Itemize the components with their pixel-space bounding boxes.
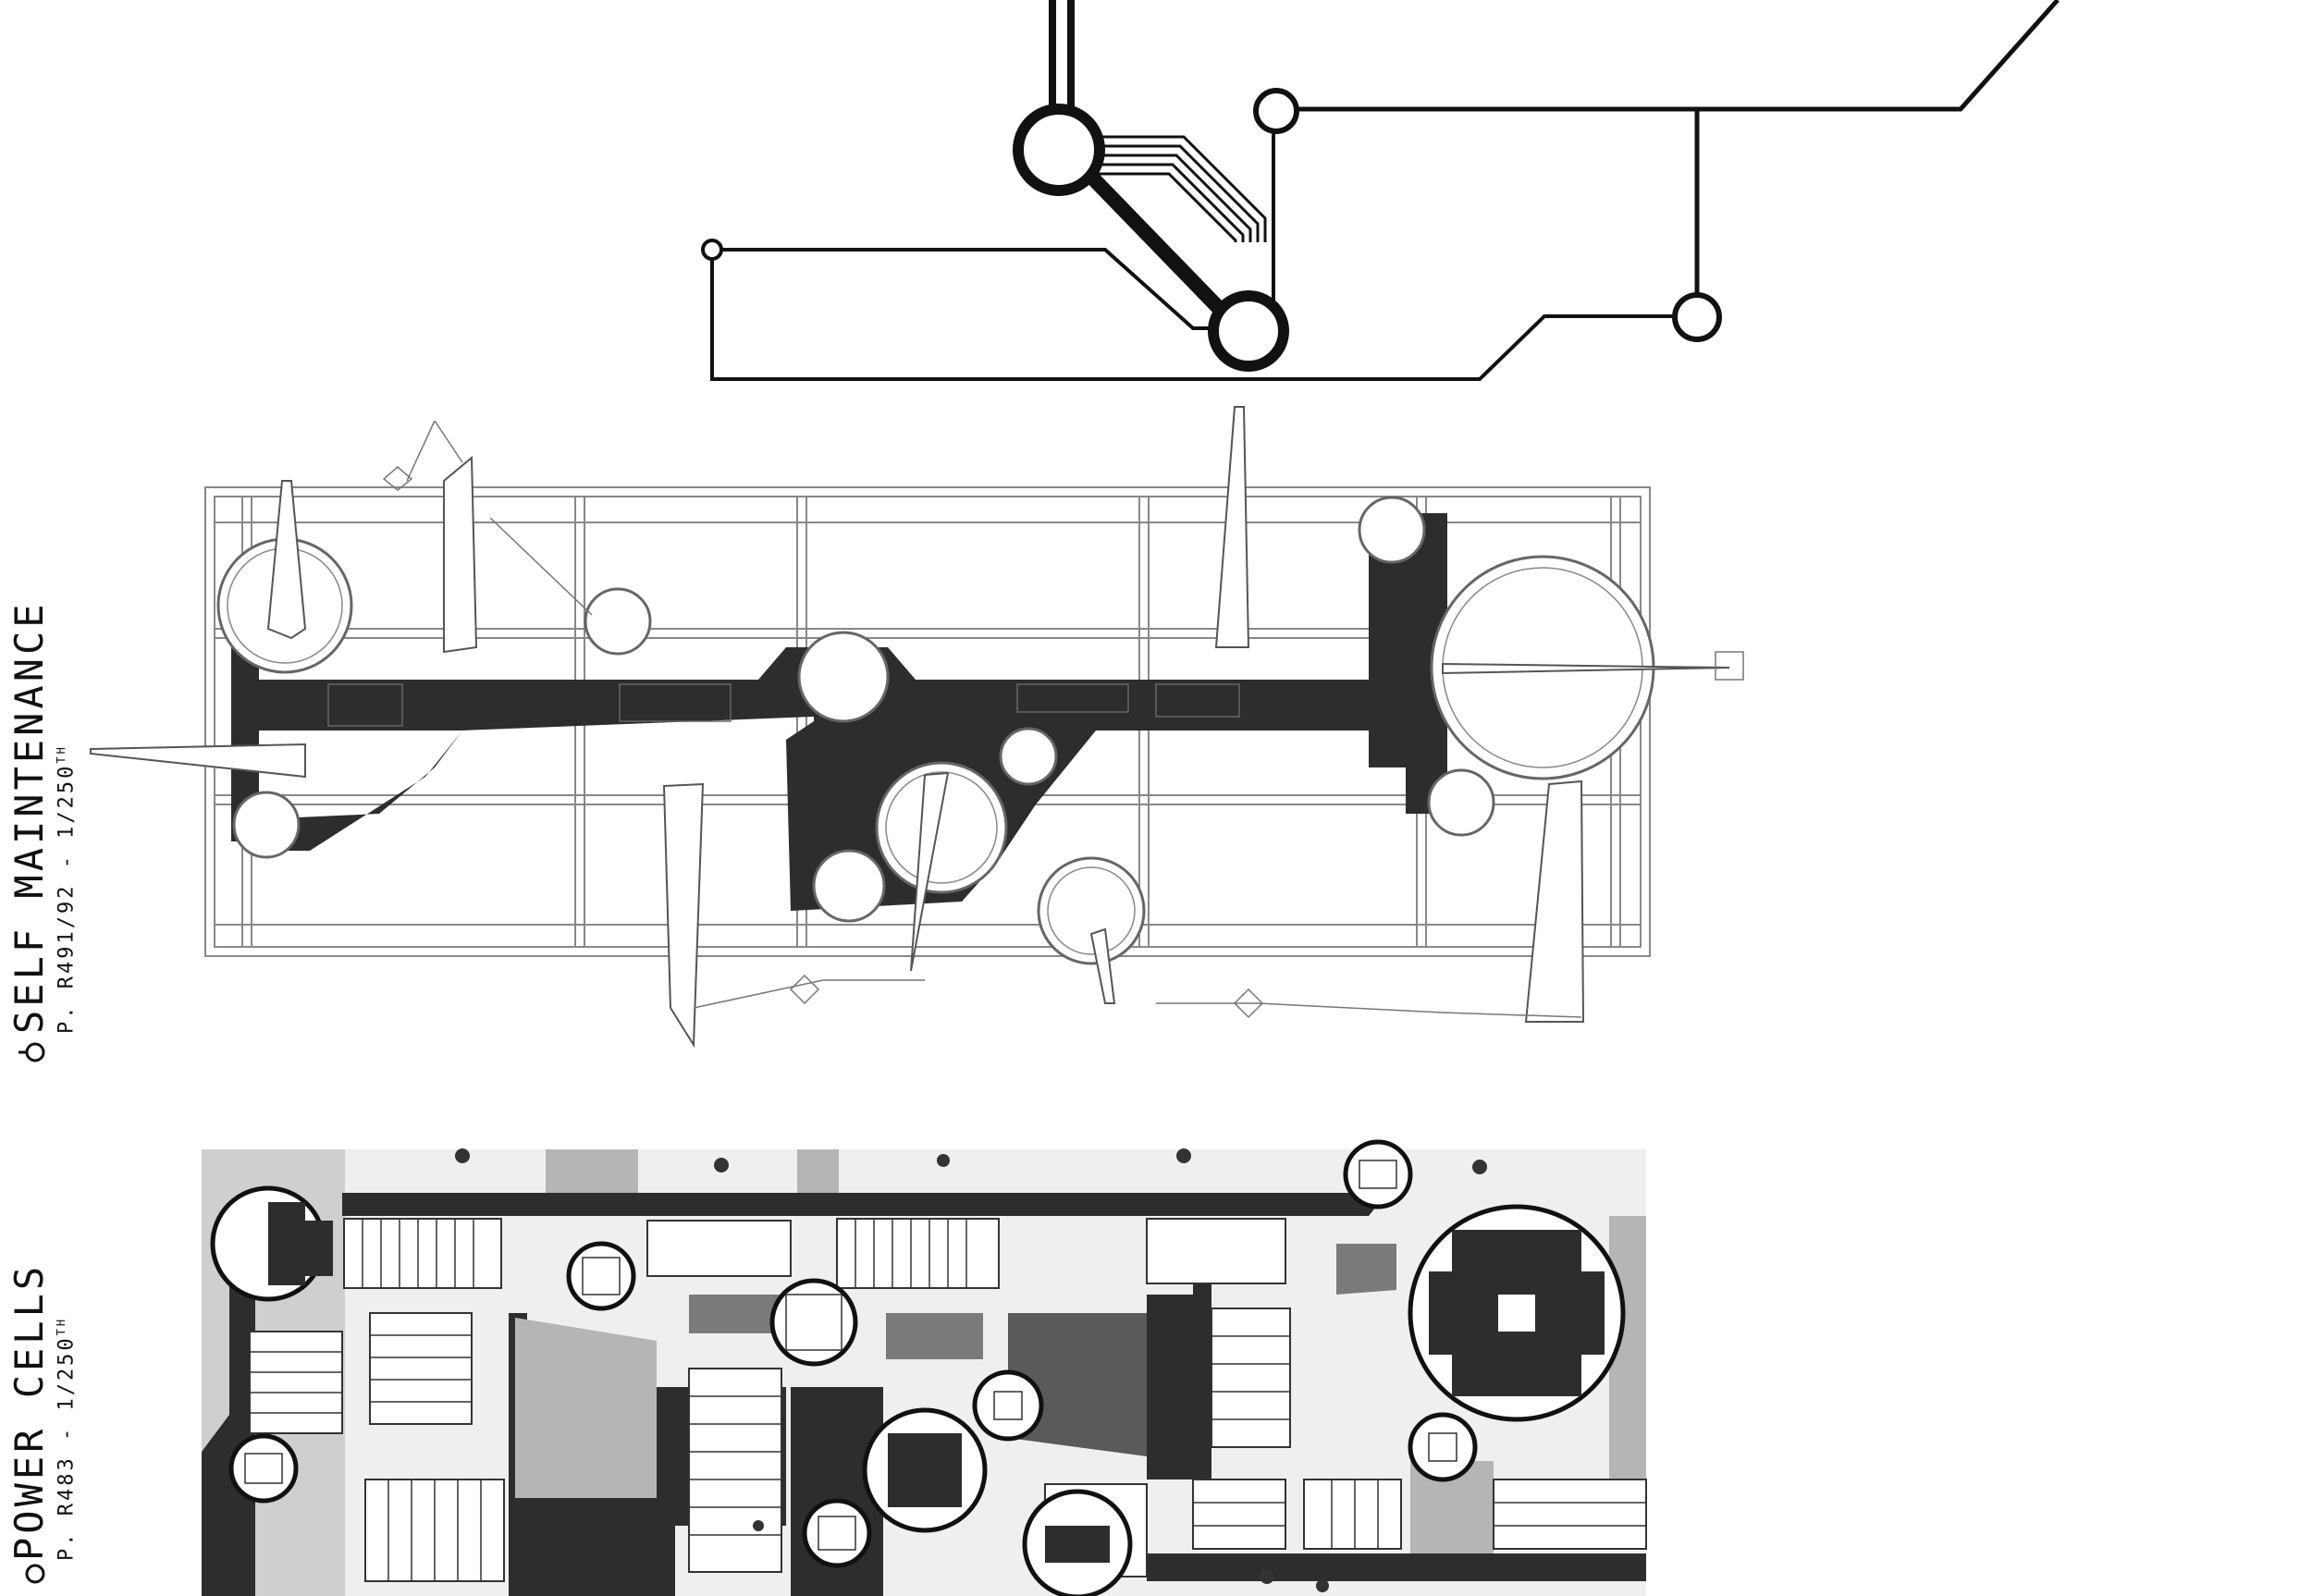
node-circle-icon [1672,292,1722,342]
self-maintenance-title: SELF MAINTENANCE [6,600,52,1034]
marker-circle-icon [18,1042,45,1062]
node-circle-icon [1208,290,1289,372]
self-maintenance-scale: P. R491/92 - 1/250TH [55,744,79,1034]
power-cells-scale: P. R483 - 1/250TH [55,1316,79,1561]
node-circle-icon [701,239,723,261]
circuit-nodes [701,88,1722,372]
self-maintenance-label: SELF MAINTENANCE P. R491/92 - 1/250TH [6,600,79,1034]
power-cells-plan [202,1139,1647,1596]
marker-circle-icon [25,1564,45,1584]
power-cells-label: POWER CELLS P. R483 - 1/250TH [6,1262,79,1561]
self-maintenance-plan [90,406,1744,1049]
power-cells-title: POWER CELLS [6,1262,52,1561]
circuit-diagram [710,0,2060,381]
node-circle-icon [1253,88,1299,134]
node-circle-icon [1013,104,1105,196]
